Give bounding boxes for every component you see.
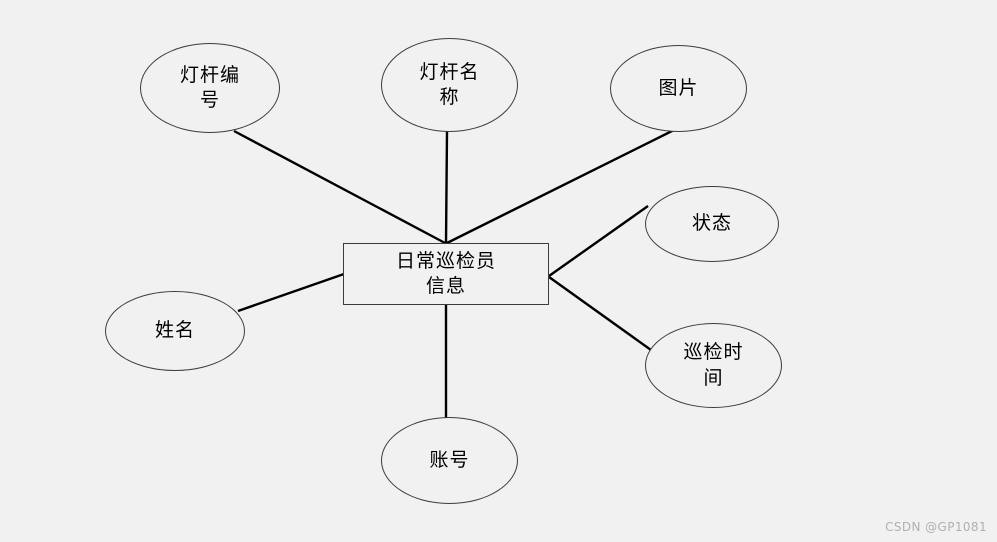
watermark-text: CSDN @GP1081 bbox=[885, 520, 987, 534]
attribute-label: 账号 bbox=[429, 448, 470, 471]
attribute-label: 状态 bbox=[691, 212, 732, 235]
edge-attr-name bbox=[237, 272, 345, 313]
attribute-label: 图片 bbox=[658, 76, 699, 99]
attr-inspection-time[interactable]: 巡检时 间 bbox=[645, 323, 782, 408]
attr-pole-name[interactable]: 灯杆名 称 bbox=[381, 38, 518, 132]
attr-pole-number[interactable]: 灯杆编 号 bbox=[140, 43, 280, 133]
edge-attr-pole-name bbox=[444, 130, 449, 244]
attribute-label: 灯杆名 称 bbox=[419, 60, 480, 108]
attr-name[interactable]: 姓名 bbox=[105, 291, 245, 371]
entity-daily-inspector-info[interactable]: 日常巡检员 信息 bbox=[343, 243, 549, 305]
entity-label: 日常巡检员 信息 bbox=[395, 249, 496, 297]
attr-account[interactable]: 账号 bbox=[381, 417, 518, 504]
edge-attr-pole-number bbox=[233, 129, 446, 245]
edge-attr-inspection-time bbox=[548, 276, 652, 351]
attr-picture[interactable]: 图片 bbox=[610, 45, 747, 132]
attribute-label: 巡检时 间 bbox=[683, 341, 744, 389]
attribute-label: 灯杆编 号 bbox=[179, 63, 240, 111]
attr-status[interactable]: 状态 bbox=[645, 186, 779, 262]
edge-attr-picture bbox=[446, 126, 679, 245]
attribute-label: 姓名 bbox=[154, 319, 195, 342]
edge-attr-status bbox=[548, 205, 649, 277]
